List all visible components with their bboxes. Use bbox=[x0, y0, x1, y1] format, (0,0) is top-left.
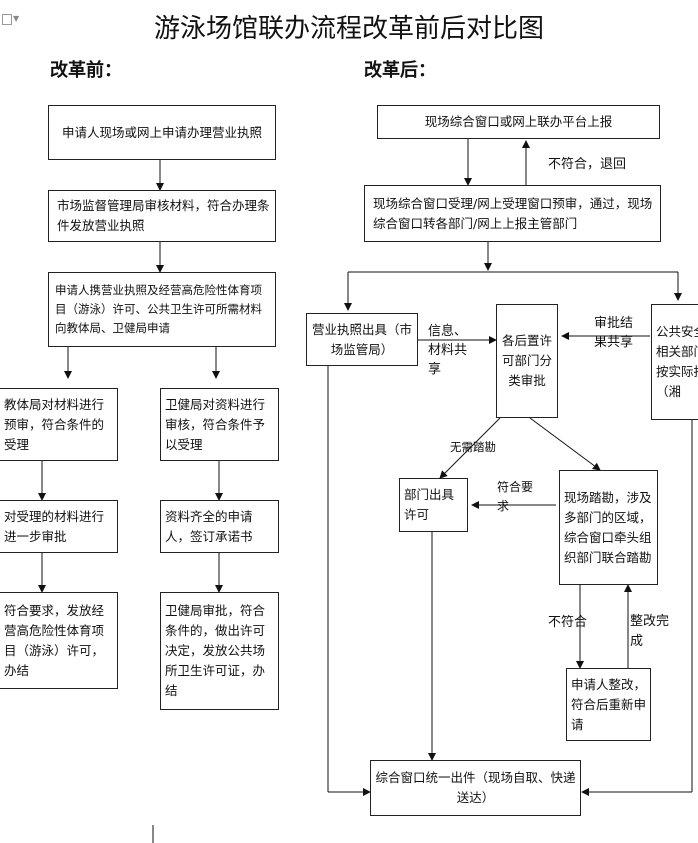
before-market-review-box: 市场监督管理局审核材料，符合办理条件发放营业执照 bbox=[48, 190, 276, 242]
after-unified-delivery-box: 综合窗口统一出件（现场自取、快递送达） bbox=[370, 760, 581, 816]
after-post-permit-approval-box: 各后置许可部门分类审批 bbox=[496, 304, 558, 418]
before-health-bureau-review-box: 卫健局对资料进行审核，符合条件予以受理 bbox=[160, 388, 279, 461]
after-heading: 改革后： bbox=[364, 60, 436, 81]
rectified-label: 整改完成 bbox=[630, 614, 670, 649]
after-report-platform-box: 现场综合窗口或网上联办平台上报 bbox=[377, 105, 660, 139]
before-health-license-issue-box: 卫健局审批，符合条件的，做出许可决定，发放公共场所卫生许可证，办结 bbox=[160, 592, 279, 710]
after-business-license-box: 营业执照出具（市场监管局） bbox=[306, 313, 418, 366]
before-commitment-letter-box: 资料齐全的申请人，签订承诺书 bbox=[160, 500, 279, 553]
meets-requirement-label: 符合要求 bbox=[497, 480, 534, 513]
before-apply-license-box: 申请人现场或网上申请办理营业执照 bbox=[48, 105, 276, 160]
page-title: 游泳场馆联办流程改革前后对比图 bbox=[153, 14, 544, 44]
approval-share-label: 审批结果共享 bbox=[594, 316, 634, 350]
chevron-down-icon: ▼ bbox=[13, 14, 20, 23]
before-sports-bureau-precheck-box: 教体局对材料进行预审，符合条件的受理 bbox=[0, 388, 118, 461]
reject-return-label: 不符合，退回 bbox=[548, 157, 627, 172]
before-submit-materials-box: 申请人携营业执照及经营高危险性体育项目（游泳）许可、公共卫生许可所需材料向教体局… bbox=[48, 272, 276, 347]
after-applicant-rectify-box: 申请人整改，符合后重新申请 bbox=[566, 668, 651, 741]
document-icon bbox=[2, 14, 12, 25]
no-survey-label: 无需踏勘 bbox=[450, 440, 496, 454]
after-public-security-box: 公共安全相关部门按实际批（湘 bbox=[651, 304, 698, 420]
before-sports-license-issue-box: 符合要求，发放经营高危险性体育项目（游泳）许可，办结 bbox=[0, 592, 118, 689]
info-share-label: 信息、材料共享 bbox=[428, 324, 468, 377]
before-heading: 改革前： bbox=[50, 60, 122, 81]
after-window-accept-box: 现场综合窗口受理/网上受理窗口预审，通过，现场综合窗口转各部门/网上上报主管部门 bbox=[364, 185, 661, 242]
after-site-survey-box: 现场踏勘，涉及多部门的区域，综合窗口牵头组织部门联合踏勘 bbox=[559, 470, 658, 585]
after-issue-permit-box: 部门出具许可 bbox=[399, 478, 468, 532]
not-meet-label: 不符合 bbox=[548, 615, 588, 630]
before-sports-bureau-approval-box: 对受理的材料进行进一步审批 bbox=[0, 500, 118, 553]
